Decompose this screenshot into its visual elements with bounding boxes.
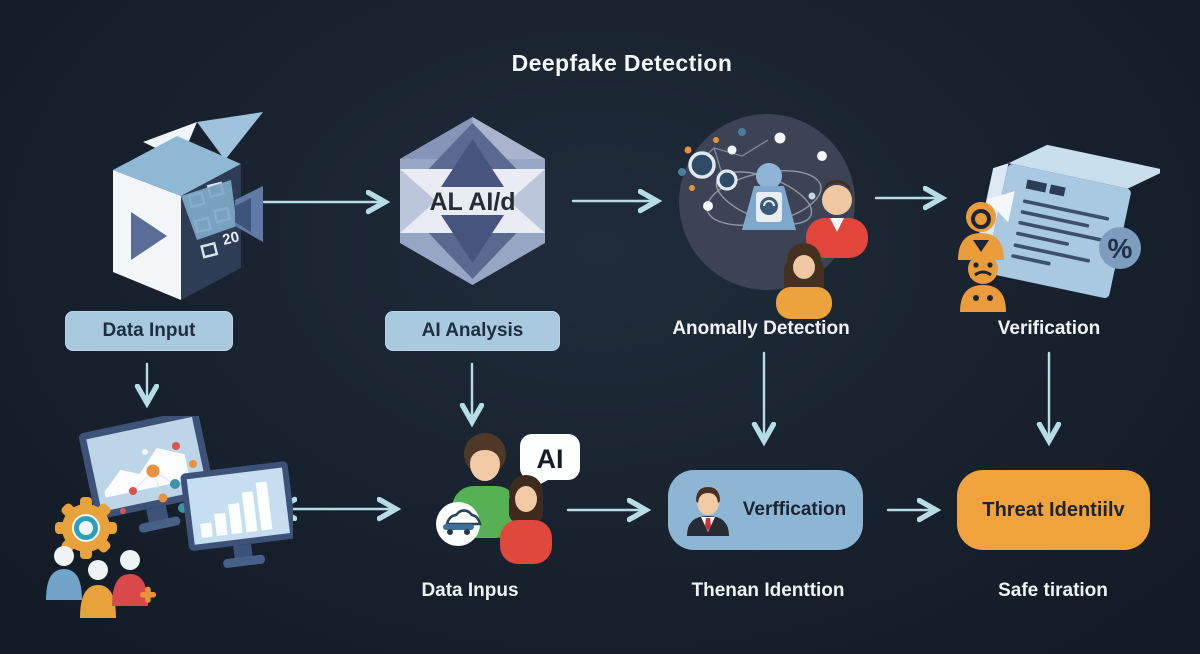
right-monitor (180, 461, 293, 568)
threat-identify-button[interactable]: Threat Identiilv (957, 470, 1150, 550)
people-ai-icon: AI (436, 433, 580, 564)
hexagon-bottom-tip (441, 215, 504, 263)
verification-box-button[interactable]: Verffication (668, 470, 863, 550)
hexagon-top-tip (441, 139, 504, 187)
network-nodes (678, 128, 827, 211)
document-box (969, 144, 1160, 299)
camera-lens-inner (235, 198, 251, 232)
page-title: Deepfake Detection (511, 50, 733, 76)
team-avatars (46, 546, 156, 618)
data-input-button[interactable]: Data Input (65, 311, 233, 351)
masked-person-icon (960, 254, 1006, 312)
plus-icon (140, 586, 156, 603)
ai-analysis-button[interactable]: AI Analysis (385, 311, 560, 351)
anomaly-detection-label: Anomally Detection (672, 318, 850, 339)
camera-top-face (113, 136, 241, 196)
verification-box-label: Verffication (742, 499, 847, 520)
hexagon-left-notch (400, 169, 436, 233)
data-inputs-label: Data Inpus (421, 580, 519, 601)
percent-circle-icon: % (1099, 227, 1141, 269)
hexagon-ai-text: AL AI/d (429, 188, 515, 216)
verification-doc-icon: % (958, 144, 1160, 312)
percent-glyph: % (1108, 233, 1133, 264)
woman-avatar-icon (776, 243, 832, 319)
verification-label: Verification (997, 318, 1101, 339)
ai-hexagon-icon: AL AI/d (400, 117, 545, 285)
man-green-avatar (452, 433, 518, 538)
person-orange (80, 560, 116, 618)
human-identification-label: Thenan Identtion (691, 580, 845, 601)
man-avatar-icon (806, 180, 868, 258)
data-network-dots (120, 442, 203, 514)
person-red (112, 550, 156, 606)
badge-person-icon (958, 202, 1004, 260)
bar-chart (200, 481, 273, 538)
video-camera-icon: 20 (113, 112, 263, 300)
gear-icon (55, 497, 117, 559)
suit-avatar-icon (686, 487, 729, 536)
hexagon-right-notch (509, 169, 545, 233)
camera-film-number: 20 (221, 228, 241, 249)
threat-identify-label: Safe tiration (998, 580, 1108, 601)
hexagon-white-band (400, 169, 545, 233)
play-icon (131, 212, 167, 260)
monitors-icon (46, 416, 293, 618)
ai-bubble-text: AI (537, 444, 564, 474)
doc-play-notch (986, 191, 1015, 223)
girl-red-avatar (500, 475, 552, 564)
anomaly-circle-icon (678, 114, 868, 319)
person-blue (46, 546, 82, 600)
camera-flag-back (197, 112, 263, 160)
doc-text-lines (1011, 199, 1110, 266)
hooded-figure-icon (742, 163, 796, 230)
doc-title-blocks (1025, 179, 1066, 197)
car-badge-icon (436, 502, 482, 546)
camera-lens-wedge (181, 180, 237, 240)
threat-identify-box-label: Threat Identiilv (982, 498, 1125, 521)
